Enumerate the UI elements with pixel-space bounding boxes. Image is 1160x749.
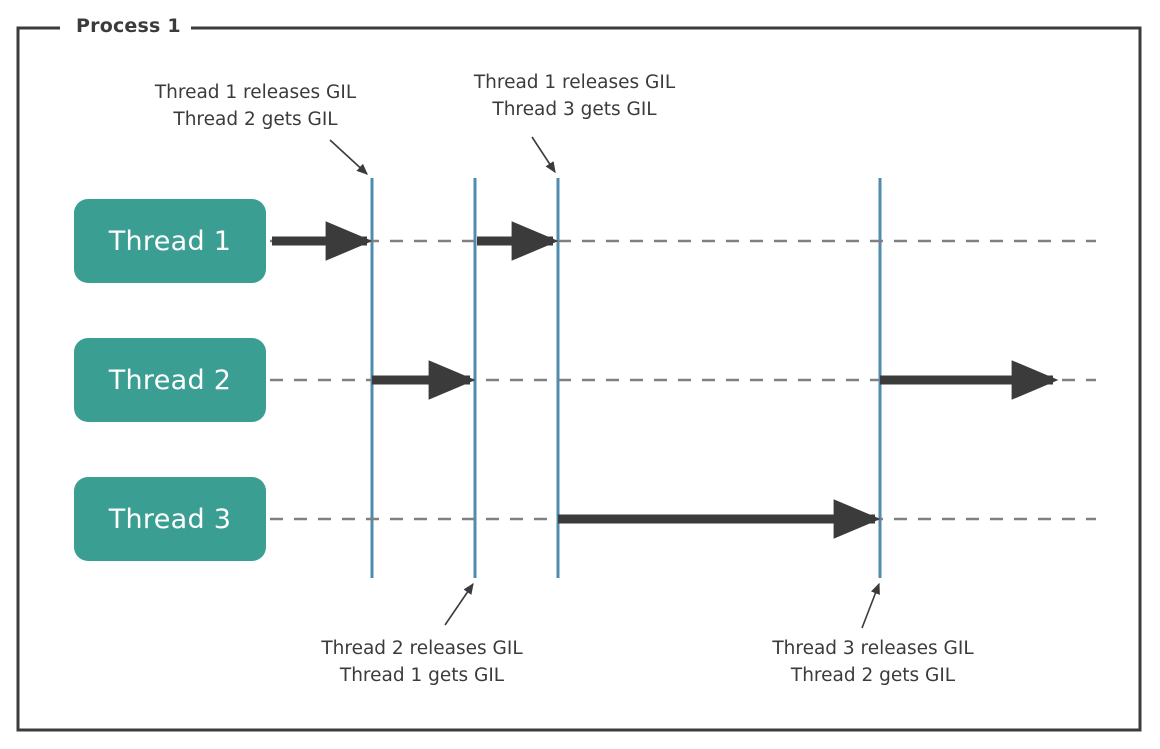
- annotation-top-left-line-2: Thread 2 gets GIL: [173, 108, 338, 130]
- thread-3-label: Thread 3: [108, 503, 232, 535]
- thread-2-label: Thread 2: [108, 364, 232, 396]
- annotation-bottom-right: Thread 3 releases GIL Thread 2 gets GIL: [757, 636, 989, 690]
- leader-arrow-top-left: [329, 139, 368, 175]
- thread-box-3: Thread 3: [74, 477, 266, 561]
- thread-box-1: Thread 1: [74, 199, 266, 283]
- annotation-bottom-left: Thread 2 releases GIL Thread 1 gets GIL: [306, 636, 538, 690]
- annotation-top-right-line-1: Thread 1 releases GIL: [473, 72, 676, 93]
- annotation-bottom-left-line-1: Thread 2 releases GIL: [321, 638, 523, 659]
- annotation-bottom-left-line-2: Thread 1 gets GIL: [339, 664, 505, 686]
- annotation-top-right-line-2: Thread 3 gets GIL: [492, 98, 657, 120]
- leader-arrow-top-right: [531, 136, 556, 174]
- annotation-top-left-line-1: Thread 1 releases GIL: [154, 82, 357, 103]
- annotation-top-left: Thread 1 releases GIL Thread 2 gets GIL: [143, 80, 368, 134]
- page-title: Process 1: [66, 15, 191, 37]
- leader-arrow-bottom-left: [444, 582, 474, 626]
- annotation-top-right: Thread 1 releases GIL Thread 3 gets GIL: [462, 70, 687, 124]
- annotation-bottom-right-line-2: Thread 2 gets GIL: [790, 664, 956, 686]
- process-frame-border: [16, 26, 1142, 732]
- thread-box-2: Thread 2: [74, 338, 266, 422]
- leader-arrow-bottom-right: [861, 582, 880, 629]
- thread-1-label: Thread 1: [108, 225, 232, 257]
- annotation-leader-lines: [329, 136, 880, 629]
- annotation-bottom-right-line-1: Thread 3 releases GIL: [772, 638, 974, 659]
